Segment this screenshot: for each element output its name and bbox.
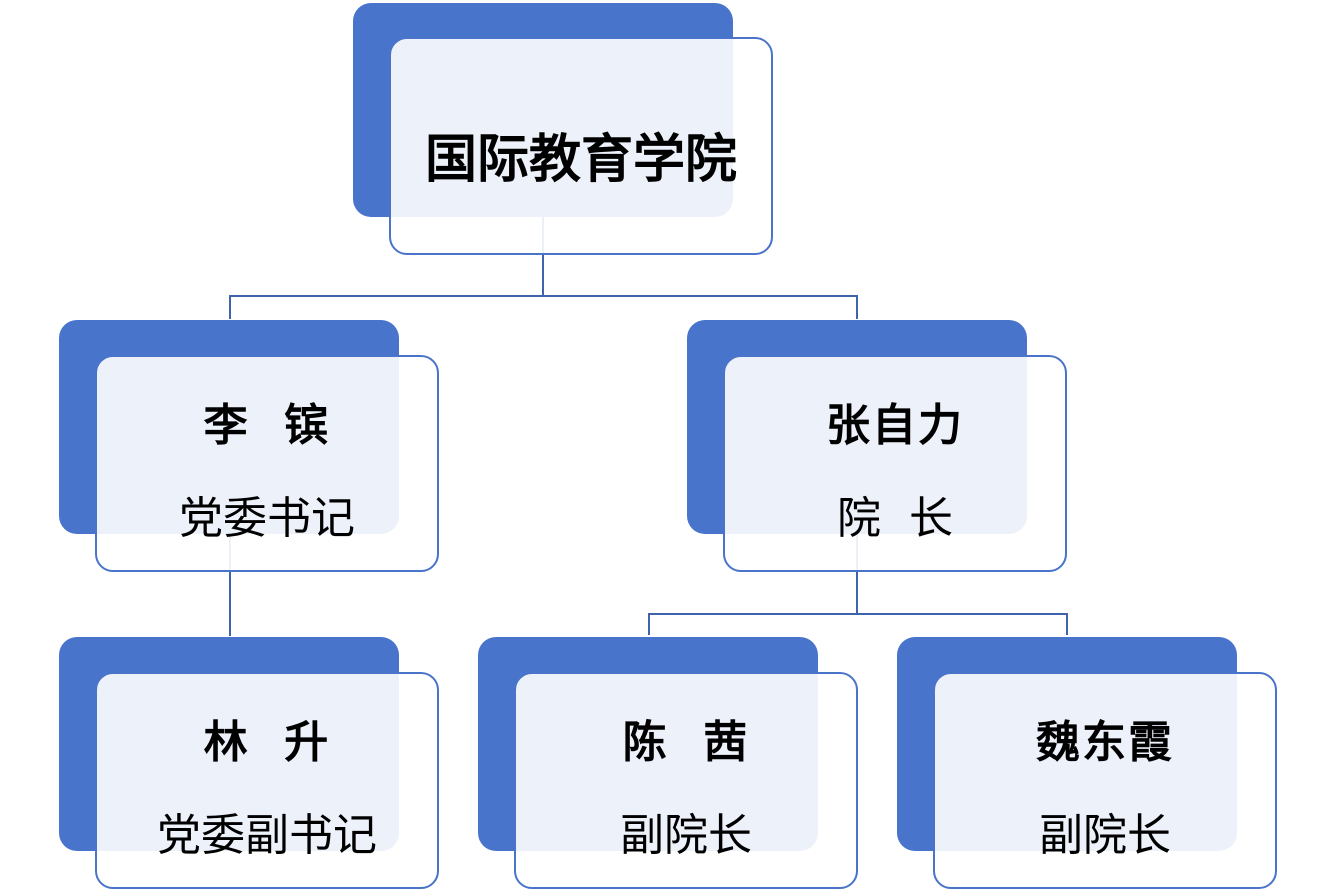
person-title: 党委副书记 [157,810,377,861]
connector-dean-down [856,534,858,615]
connector-level2-bar [648,613,1068,615]
person-name: 林 升 [203,717,331,768]
connector-vice2-up [1066,613,1068,635]
person-name: 李 镔 [203,400,331,451]
connector-secretary-down [229,534,231,636]
connector-root-down [542,217,544,297]
connector-dean-up [856,295,858,319]
person-name: 陈 茜 [622,717,750,768]
node-card: 林 升 党委副书记 [95,672,439,889]
connector-vice1-up [648,613,650,635]
connector-secretary-up [229,295,231,319]
person-title: 院 长 [837,493,953,544]
root-name: 国际教育学院 [424,130,737,190]
person-title: 副院长 [1039,810,1171,861]
node-card: 陈 茜 副院长 [514,672,858,889]
node-card: 李 镔 党委书记 [95,355,439,572]
node-card: 魏东霞 副院长 [933,672,1277,889]
person-title: 党委书记 [179,493,355,544]
person-name: 魏东霞 [1036,717,1174,768]
node-card: 张自力 院 长 [723,355,1067,572]
node-card: 国际教育学院 [389,37,773,255]
connector-level1-bar [229,295,858,297]
person-name: 张自力 [826,400,964,451]
person-title: 副院长 [620,810,752,861]
